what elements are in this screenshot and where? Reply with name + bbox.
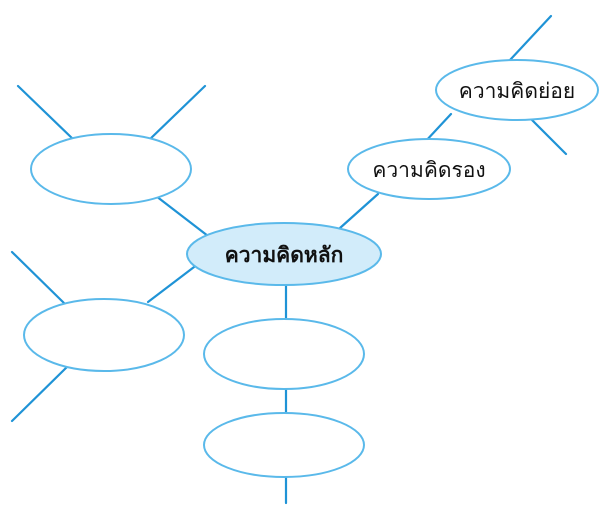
main-idea-label: ความคิดหลัก <box>225 243 344 267</box>
secondary-idea-shape <box>347 138 511 200</box>
sub-idea-node: ความคิดย่อย <box>435 59 599 121</box>
connector-line <box>338 192 380 230</box>
connector-lines <box>10 14 568 505</box>
main-idea-node: ความคิดหลัก <box>186 222 382 286</box>
empty-node-bottom-center-lower <box>203 412 365 478</box>
main-idea-shape <box>186 222 382 286</box>
branch-line <box>146 84 207 143</box>
sub-idea-shape <box>435 59 599 121</box>
branch-line <box>10 250 67 306</box>
empty-node-bottom-center-upper <box>203 318 365 390</box>
empty-node-top-left <box>30 133 192 205</box>
branch-line <box>10 363 71 423</box>
secondary-idea-node: ความคิดรอง <box>347 138 511 200</box>
sub-idea-label: ความคิดย่อย <box>459 79 575 103</box>
connector-line <box>146 262 200 304</box>
branch-line <box>16 84 77 143</box>
secondary-idea-label: ความคิดรอง <box>372 158 485 182</box>
empty-node-middle-left <box>23 298 185 372</box>
branch-line <box>528 116 568 156</box>
connector-line <box>154 194 210 238</box>
branch-line <box>508 14 553 62</box>
